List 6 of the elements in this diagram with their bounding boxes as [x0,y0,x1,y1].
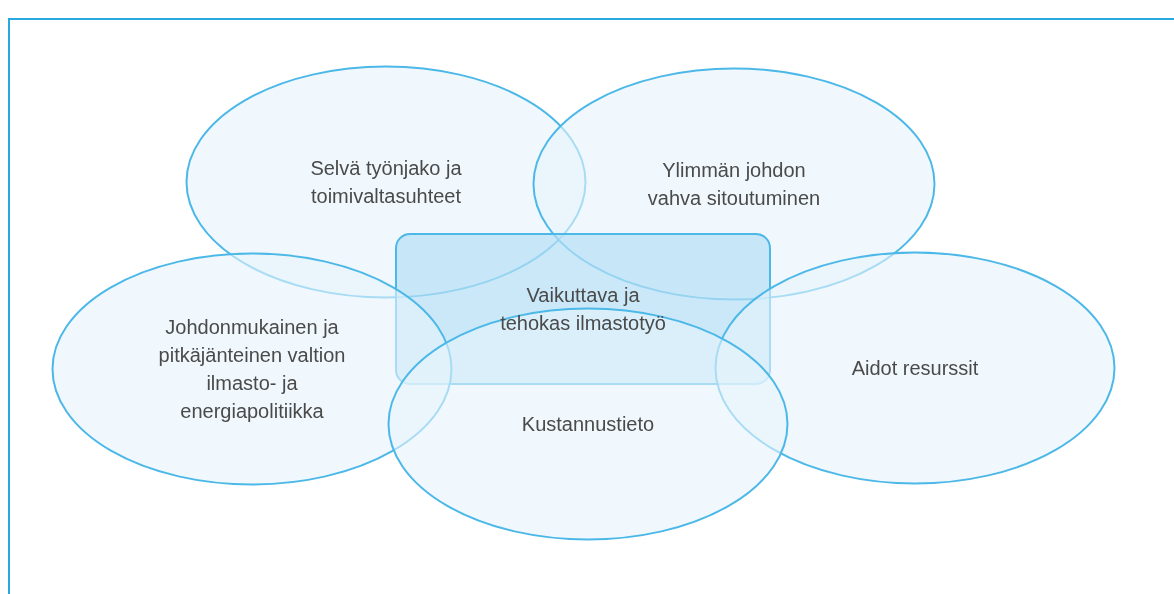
node-label: Aidot resurssit [850,356,980,381]
node-label: Ylimmän johdon vahva sitoutuminen [646,158,822,211]
node-label: Johdonmukainen ja pitkäjänteinen valtion ilmasto- ja energiapolitiikka [157,315,347,424]
node-label: Vaikuttava ja tehokas ilmastotyö [499,283,667,336]
node-label: Selvä työnjako ja toimivaltasuhteet [309,156,463,209]
node-label: Kustannustieto [520,412,656,437]
